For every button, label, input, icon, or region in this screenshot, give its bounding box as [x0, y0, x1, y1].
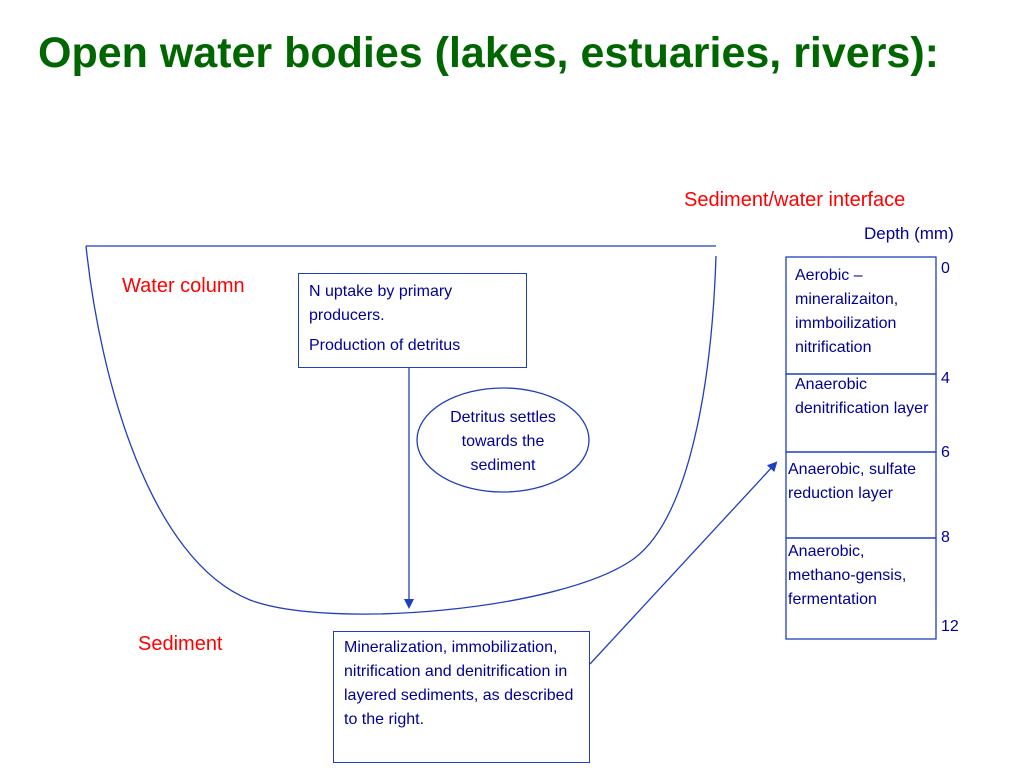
depth-value-0: 0 [941, 260, 950, 277]
basin-outline [85, 245, 717, 615]
depth-header: Depth (mm) [864, 224, 954, 243]
layer-aerobic: Aerobic – mineralizaiton, immboilization… [795, 267, 899, 356]
interface-label: Sediment/water interface [684, 189, 906, 211]
slide-title: Open water bodies (lakes, estuaries, riv… [38, 29, 939, 77]
mineralization-box: Mineralization, immobilization, nitrific… [333, 631, 590, 763]
depth-value-6: 6 [941, 444, 950, 461]
detritus-text: Detritus settles towards the sediment [450, 409, 556, 474]
uptake-box: N uptake by primary producers. Productio… [298, 273, 527, 368]
detritus-ellipse [416, 387, 590, 493]
uptake-text: N uptake by primary producers. [309, 283, 453, 324]
detritus-production-text: Production of detritus [309, 337, 461, 354]
layer-methanogenesis: Anaerobic, methano-gensis, fermentation [788, 543, 907, 608]
sediment-label: Sediment [138, 633, 223, 655]
depth-value-12: 12 [941, 618, 959, 635]
depth-value-8: 8 [941, 529, 950, 546]
water-column-label: Water column [122, 275, 245, 297]
mineralization-text: Mineralization, immobilization, nitrific… [344, 639, 574, 728]
layer-box-4 [785, 537, 937, 640]
depth-value-4: 4 [941, 370, 950, 387]
layers-arrow [589, 461, 778, 665]
layer-denitrification: Anaerobic denitrification layer [795, 376, 929, 417]
layer-sulfate-reduction: Anaerobic, sulfate reduction layer [788, 461, 917, 502]
